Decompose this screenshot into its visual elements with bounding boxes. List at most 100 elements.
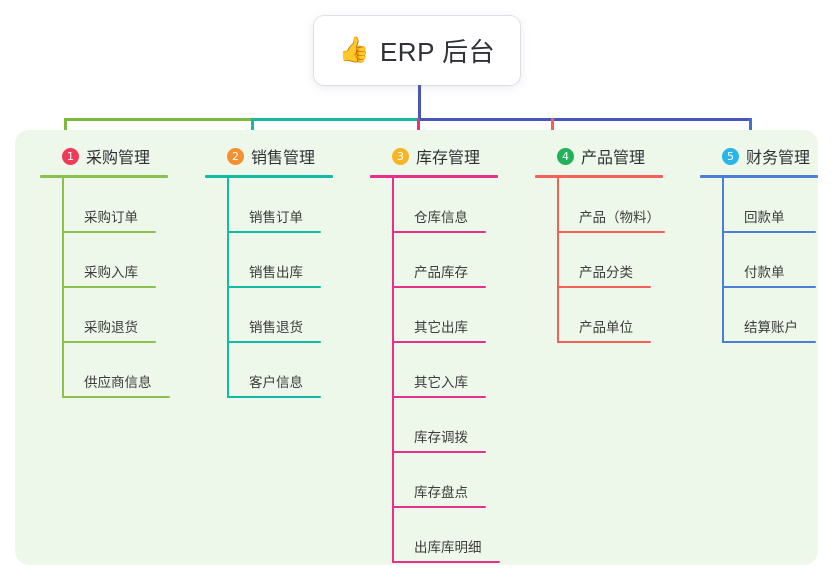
module-item-label: 付款单 bbox=[744, 265, 785, 280]
module-header-rule bbox=[40, 175, 168, 178]
module-item-label: 产品单位 bbox=[579, 320, 633, 335]
module-title: 销售管理 bbox=[251, 150, 316, 167]
module-number-badge: 2 bbox=[227, 147, 244, 165]
module-header-rule bbox=[700, 175, 818, 178]
module-item-label: 库存调拨 bbox=[414, 430, 468, 445]
module-item-label: 采购退货 bbox=[84, 320, 138, 335]
module-item[interactable]: 库存盘点 bbox=[392, 453, 535, 508]
module-item[interactable]: 仓库信息 bbox=[392, 178, 535, 233]
module-item[interactable]: 付款单 bbox=[722, 233, 839, 288]
module-item-rule bbox=[227, 396, 321, 398]
module-item-label: 销售退货 bbox=[249, 320, 303, 335]
module-item-rule bbox=[722, 341, 816, 343]
module-column-4: 4 产品管理产品（物料） 产品分类产品单位 bbox=[535, 143, 700, 343]
module-item[interactable]: 销售订单 bbox=[227, 178, 370, 233]
module-item[interactable]: 采购入库 bbox=[62, 233, 205, 288]
module-item[interactable]: 产品库存 bbox=[392, 233, 535, 288]
module-header-5[interactable]: 5 财务管理 bbox=[700, 143, 839, 169]
module-item[interactable]: 回款单 bbox=[722, 178, 839, 233]
module-item[interactable]: 产品（物料） bbox=[557, 178, 700, 233]
module-spine bbox=[62, 178, 64, 398]
module-number-badge: 4 bbox=[557, 147, 574, 165]
module-item[interactable]: 出库库明细 bbox=[392, 508, 535, 563]
module-item-rule bbox=[722, 286, 816, 288]
module-spine bbox=[557, 178, 559, 343]
module-item-rule bbox=[392, 451, 486, 453]
module-item[interactable]: 库存调拨 bbox=[392, 398, 535, 453]
module-item-label: 产品库存 bbox=[414, 265, 468, 280]
module-item-rule bbox=[62, 396, 170, 398]
module-item-label: 结算账户 bbox=[744, 320, 798, 335]
module-column-5: 5 财务管理回款单付款单结算账户 bbox=[700, 143, 839, 343]
module-item-rule bbox=[392, 341, 486, 343]
module-item[interactable]: 采购订单 bbox=[62, 178, 205, 233]
module-title: 产品管理 bbox=[581, 150, 646, 167]
module-header-2[interactable]: 2 销售管理 bbox=[205, 143, 370, 169]
module-items: 销售订单销售出库销售退货客户信息 bbox=[205, 178, 370, 398]
module-item[interactable]: 其它出库 bbox=[392, 288, 535, 343]
module-item[interactable]: 结算账户 bbox=[722, 288, 839, 343]
module-item[interactable]: 产品分类 bbox=[557, 233, 700, 288]
module-item-label: 采购订单 bbox=[84, 210, 138, 225]
module-spine bbox=[227, 178, 229, 398]
module-item-label: 回款单 bbox=[744, 210, 785, 225]
module-item-rule bbox=[392, 396, 486, 398]
module-item-rule bbox=[722, 231, 816, 233]
module-spine bbox=[722, 178, 724, 343]
module-item-rule bbox=[227, 231, 321, 233]
module-item-label: 其它出库 bbox=[414, 320, 468, 335]
thumbs-up-icon: 👍 bbox=[338, 36, 370, 64]
module-item[interactable]: 产品单位 bbox=[557, 288, 700, 343]
module-item-rule bbox=[62, 231, 156, 233]
module-item-label: 产品分类 bbox=[579, 265, 633, 280]
module-item-label: 供应商信息 bbox=[84, 375, 152, 390]
module-item-rule bbox=[557, 286, 651, 288]
module-item-label: 出库库明细 bbox=[414, 540, 482, 555]
module-item-rule bbox=[557, 231, 665, 233]
module-item-label: 产品（物料） bbox=[579, 210, 660, 225]
module-item-rule bbox=[392, 286, 486, 288]
module-item-label: 其它入库 bbox=[414, 375, 468, 390]
connector-segment-green bbox=[65, 118, 253, 121]
module-items: 回款单付款单结算账户 bbox=[700, 178, 839, 343]
module-column-1: 1 采购管理采购订单采购入库采购退货供应商信息 bbox=[40, 143, 205, 398]
module-number-badge: 1 bbox=[62, 147, 79, 165]
module-title: 采购管理 bbox=[86, 150, 151, 167]
module-item-label: 销售订单 bbox=[249, 210, 303, 225]
module-item-rule bbox=[557, 341, 651, 343]
module-spine bbox=[392, 178, 394, 563]
module-item-rule bbox=[392, 506, 486, 508]
module-item[interactable]: 其它入库 bbox=[392, 343, 535, 398]
module-item-rule bbox=[392, 561, 500, 563]
module-item[interactable]: 客户信息 bbox=[227, 343, 370, 398]
module-item-label: 仓库信息 bbox=[414, 210, 468, 225]
module-title: 财务管理 bbox=[746, 150, 811, 167]
module-items: 仓库信息产品库存其它出库其它入库库存调拨库存盘点出库库明细 bbox=[370, 178, 535, 563]
module-item[interactable]: 销售退货 bbox=[227, 288, 370, 343]
connector-root-stem bbox=[418, 85, 421, 118]
module-item-rule bbox=[62, 286, 156, 288]
root-node-card[interactable]: 👍 ERP 后台 bbox=[314, 16, 520, 85]
module-item-rule bbox=[62, 341, 156, 343]
module-item-label: 采购入库 bbox=[84, 265, 138, 280]
module-header-4[interactable]: 4 产品管理 bbox=[535, 143, 700, 169]
module-item-label: 库存盘点 bbox=[414, 485, 468, 500]
module-number-badge: 5 bbox=[722, 147, 739, 165]
module-header-rule bbox=[205, 175, 333, 178]
module-item-label: 销售出库 bbox=[249, 265, 303, 280]
module-column-2: 2 销售管理销售订单销售出库销售退货客户信息 bbox=[205, 143, 370, 398]
module-item[interactable]: 供应商信息 bbox=[62, 343, 205, 398]
connector-segment-indigo bbox=[418, 118, 751, 121]
module-item-label: 客户信息 bbox=[249, 375, 303, 390]
module-header-1[interactable]: 1 采购管理 bbox=[40, 143, 205, 169]
module-header-rule bbox=[535, 175, 663, 178]
module-item[interactable]: 采购退货 bbox=[62, 288, 205, 343]
modules-panel: 1 采购管理采购订单采购入库采购退货供应商信息 2 销售管理销售订单销售出库销售退货客… bbox=[15, 130, 818, 565]
module-header-rule bbox=[370, 175, 498, 178]
module-item-rule bbox=[227, 286, 321, 288]
module-items: 产品（物料） 产品分类产品单位 bbox=[535, 178, 700, 343]
module-item[interactable]: 销售出库 bbox=[227, 233, 370, 288]
connector-segment-teal bbox=[252, 118, 419, 121]
